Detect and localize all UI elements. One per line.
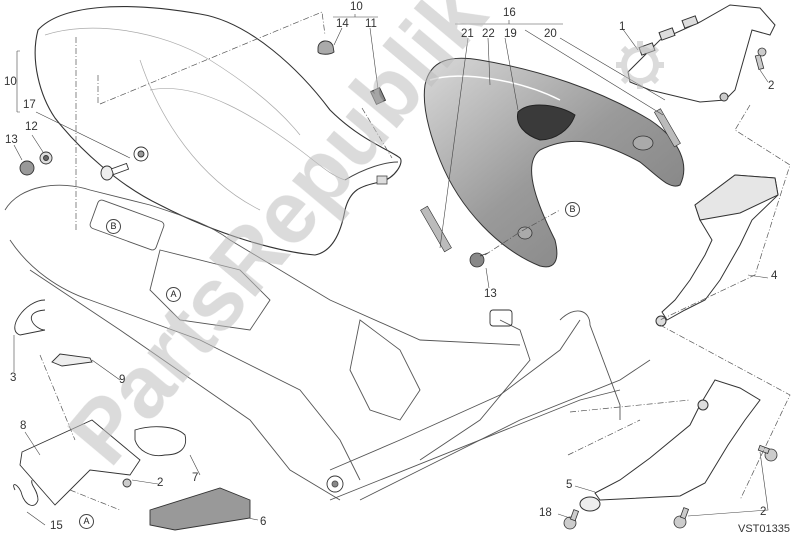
callout-4: 4 — [771, 270, 778, 282]
callout-11: 11 — [365, 18, 377, 30]
lower-cover-part — [579, 379, 761, 512]
callout-8: 8 — [20, 420, 27, 432]
pad-7-part — [134, 426, 187, 457]
frame-part — [4, 184, 651, 501]
screw-parts — [563, 444, 778, 530]
callout-12: 12 — [25, 121, 38, 133]
callout-2-bottom: 2 — [760, 506, 767, 518]
pad-part — [369, 86, 387, 106]
callout-18: 18 — [539, 507, 552, 519]
decal-parts — [420, 108, 681, 253]
callout-22: 22 — [482, 28, 495, 40]
callout-1: 1 — [619, 21, 626, 33]
hook-part — [51, 353, 93, 367]
gear-icon — [616, 41, 664, 89]
callout-16: 16 — [503, 7, 516, 19]
drawing-code: VST01335 — [738, 523, 790, 535]
callout-13-seat: 13 — [5, 134, 18, 146]
callout-3: 3 — [10, 372, 17, 384]
callout-17: 17 — [23, 99, 36, 111]
rubber-bump-part — [317, 40, 335, 55]
cable-part — [14, 299, 46, 336]
left-side-panel-part — [655, 174, 779, 327]
ref-marker-a-tray: A — [79, 514, 94, 529]
callout-7: 7 — [192, 472, 199, 484]
callout-19: 19 — [504, 28, 517, 40]
tray-part — [19, 419, 141, 506]
callout-14: 14 — [336, 18, 349, 30]
callout-10-seat: 10 — [4, 76, 17, 88]
callout-13-cowl: 13 — [484, 288, 497, 300]
callout-2-tray: 2 — [157, 477, 164, 489]
callout-15: 15 — [50, 520, 63, 532]
ref-marker-a-frame: A — [166, 287, 181, 302]
manual-part — [149, 487, 251, 531]
strap-part — [13, 479, 39, 506]
callout-5: 5 — [566, 479, 573, 491]
ref-marker-b-cowl: B — [565, 202, 580, 217]
seat-cowl-part — [423, 57, 685, 268]
callout-9: 9 — [119, 374, 126, 386]
callout-6: 6 — [260, 516, 267, 528]
callout-21: 21 — [461, 28, 474, 40]
ref-marker-b-frame: B — [106, 219, 121, 234]
callout-20: 20 — [544, 28, 557, 40]
callout-10-kit: 10 — [350, 1, 363, 13]
callout-2-top: 2 — [768, 80, 775, 92]
